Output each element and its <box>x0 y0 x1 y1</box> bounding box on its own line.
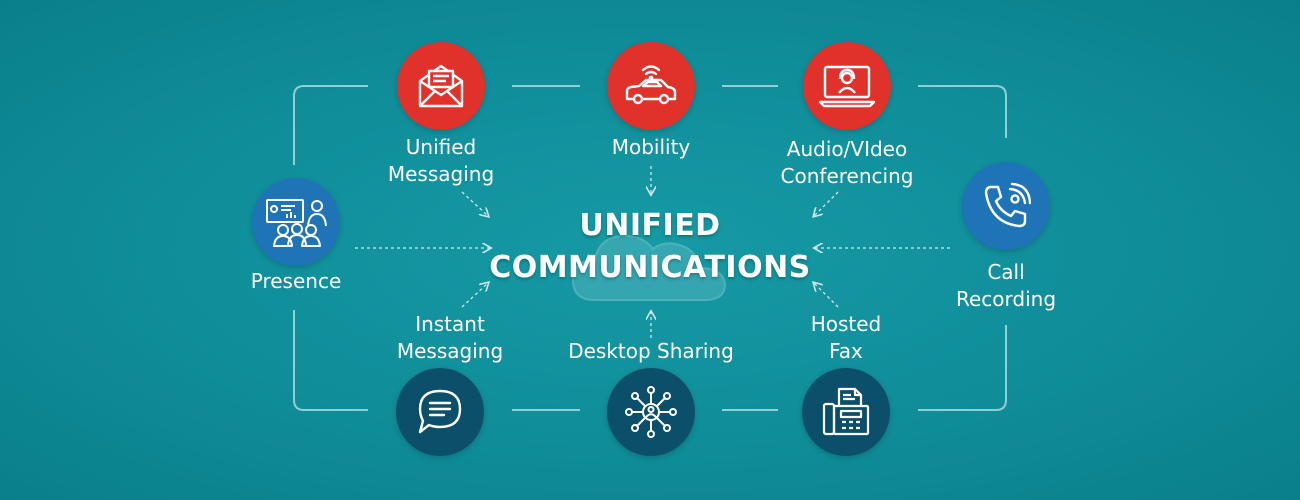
title-line-2: COMMUNICATIONS <box>489 250 811 285</box>
instant-messaging-node <box>396 368 484 456</box>
presence-label: Presence <box>250 269 342 293</box>
audio-video-conferencing-node <box>803 42 891 130</box>
presence-node <box>252 178 340 266</box>
fax-machine-icon <box>822 387 870 436</box>
envelope-icon <box>418 64 464 108</box>
phone-ringing-icon <box>984 182 1031 228</box>
call-recording-label: Call Recording <box>955 260 1057 311</box>
car-wireless-icon <box>625 65 677 105</box>
call-recording-node <box>962 162 1050 250</box>
title-line-1: UNIFIED <box>579 208 721 243</box>
mobility-label: Mobility <box>611 135 691 159</box>
laptop-headset-icon <box>818 65 876 108</box>
chat-bubble-icon <box>418 389 462 434</box>
unified-messaging-node <box>397 42 485 130</box>
audio-video-conferencing-label: Audio/VIdeo Conferencing <box>780 137 914 188</box>
unified-messaging-label: Unified Messaging <box>387 135 495 186</box>
presentation-group-icon <box>266 199 327 247</box>
instant-messaging-label: Instant Messaging <box>396 312 504 363</box>
cloud-icon <box>571 234 727 301</box>
frame-lines <box>293 85 1007 411</box>
arrows <box>355 166 950 338</box>
network-share-icon <box>625 386 677 438</box>
hosted-fax-node <box>802 368 890 456</box>
desktop-sharing-node <box>607 368 695 456</box>
desktop-sharing-label: Desktop Sharing <box>568 339 734 363</box>
mobility-node <box>607 42 695 130</box>
hosted-fax-label: Hosted Fax <box>810 312 882 363</box>
diagram-title: UNIFIED COMMUNICATIONS <box>470 205 830 289</box>
